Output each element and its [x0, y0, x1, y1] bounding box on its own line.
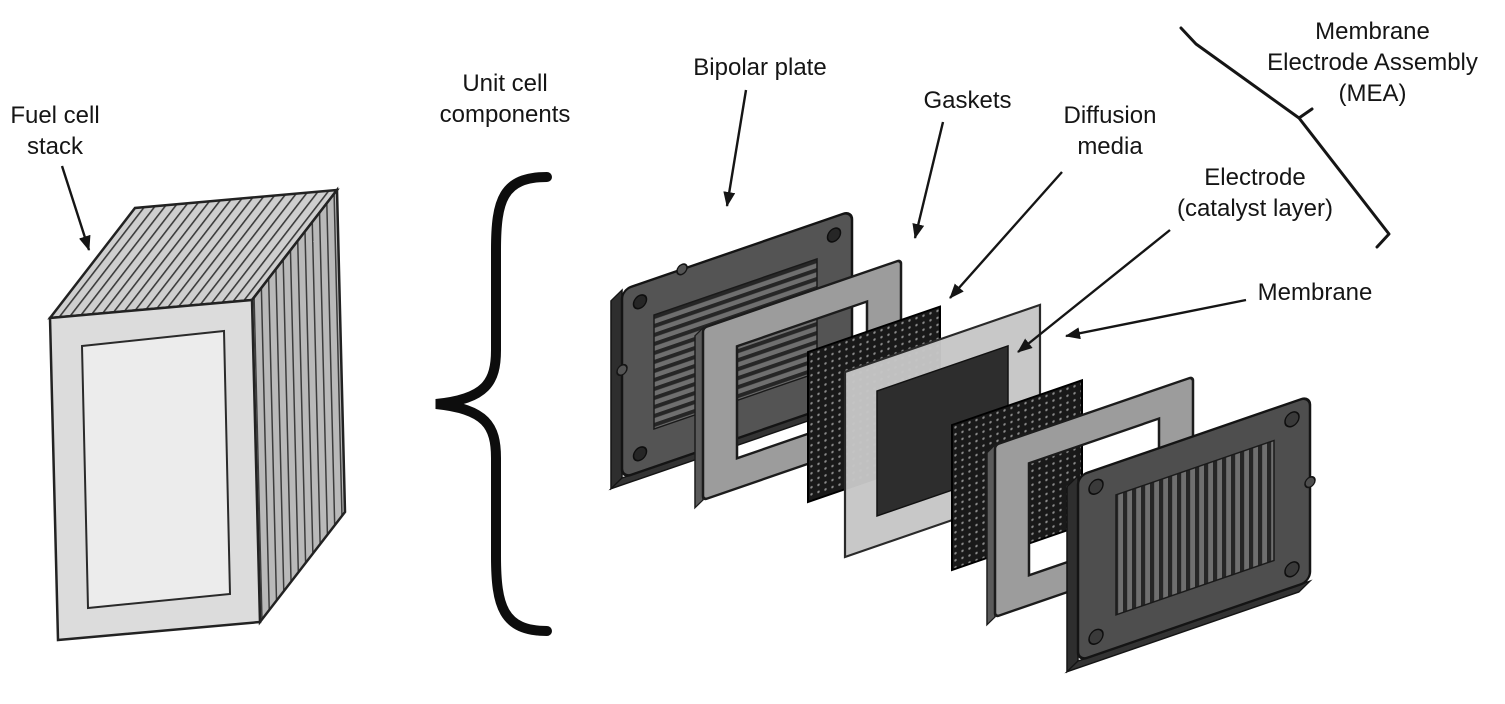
bipolar-plate-right-flow-channels [1115, 439, 1275, 616]
bolt-hole [1088, 478, 1104, 495]
bolt-hole [632, 446, 648, 462]
bipolar-plate-left-thickness [610, 288, 623, 491]
label-unit-cell-components: Unit cell components [439, 70, 571, 129]
stack-front-window [80, 329, 232, 610]
bipolar-plate-right-thickness [1066, 474, 1079, 674]
unit-cell-brace [435, 172, 552, 636]
alignment-notch [1304, 476, 1316, 489]
label-bipolar-plate: Bipolar plate [693, 54, 827, 81]
label-mea: Membrane Electrode Assembly (MEA) [1267, 18, 1478, 108]
arrow-electrode [1017, 229, 1171, 353]
arrow-fuel-cell-stack [60, 165, 91, 251]
arrow-diffusion-media [949, 171, 1063, 299]
label-membrane: Membrane [1257, 279, 1373, 306]
bolt-hole [1284, 561, 1300, 578]
label-gaskets: Gaskets [923, 87, 1012, 114]
bolt-hole [1088, 628, 1104, 645]
alignment-notch [616, 363, 628, 377]
arrow-bipolar-plate [723, 89, 748, 207]
label-fuel-cell-stack: Fuel cell stack [10, 102, 100, 161]
bipolar-plate-right [1064, 397, 1316, 674]
bolt-hole [826, 227, 842, 243]
fuel-cell-stack-illustration [47, 186, 347, 642]
arrow-gaskets [912, 121, 945, 239]
callout-arrows [60, 89, 1247, 353]
alignment-notch [676, 263, 688, 276]
arrow-membrane [1065, 298, 1247, 340]
bolt-hole [1284, 411, 1300, 428]
mea-bracket [1179, 26, 1391, 249]
bolt-hole [632, 294, 648, 310]
label-electrode: Electrode (catalyst layer) [1176, 164, 1334, 223]
label-diffusion-media: Diffusion media [1063, 102, 1157, 161]
